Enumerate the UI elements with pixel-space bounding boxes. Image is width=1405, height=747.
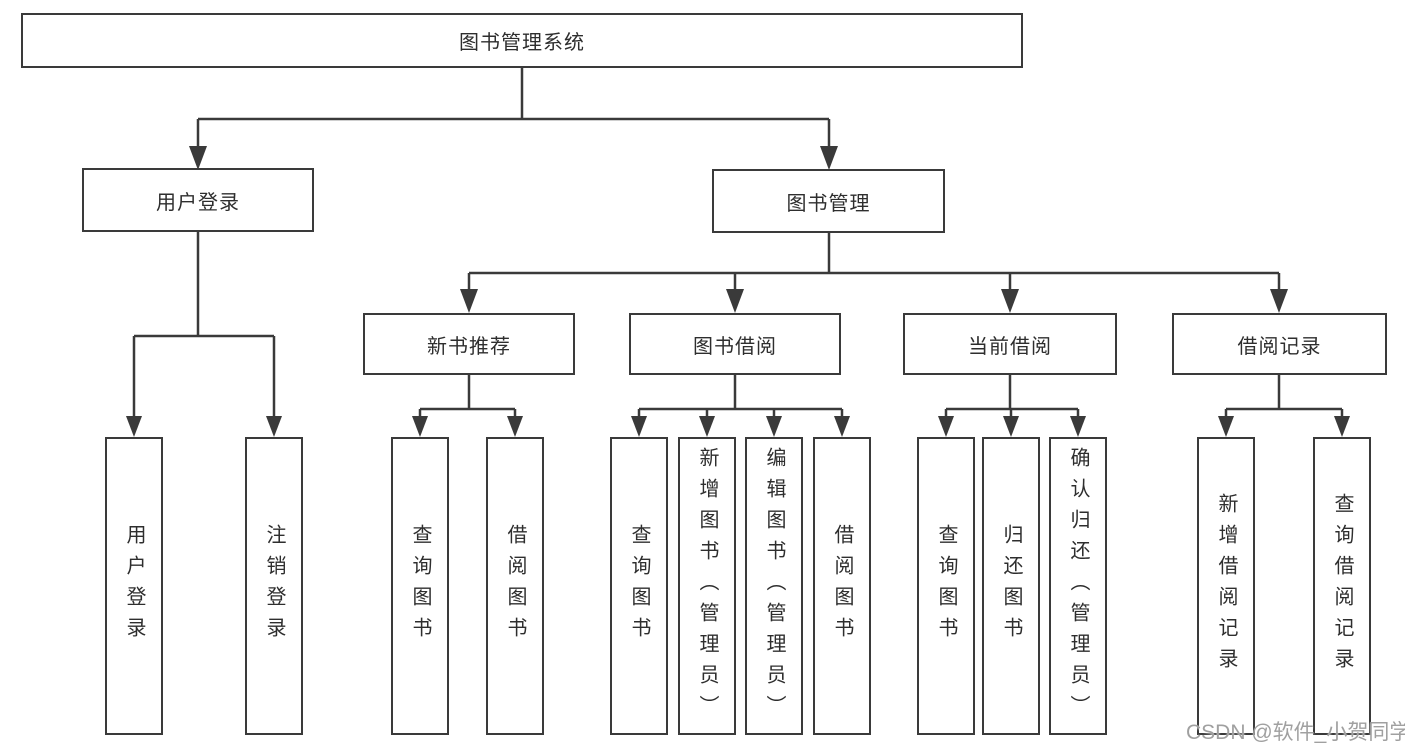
leaf-bb-query-books-label: 查询图书 — [628, 524, 650, 648]
leaf-cb-query-books: 查询图书 — [917, 437, 975, 735]
node-borrow-records-label: 借阅记录 — [1237, 335, 1322, 358]
leaf-logout-label: 注销登录 — [263, 524, 285, 648]
node-book-borrowing-label: 图书借阅 — [693, 335, 777, 358]
node-current-borrowing-label: 当前借阅 — [968, 335, 1052, 358]
leaf-bb-borrow-books: 借阅图书 — [813, 437, 871, 735]
leaf-nbr-borrow-books: 借阅图书 — [486, 437, 544, 735]
leaf-br-query-record: 查询借阅记录 — [1313, 437, 1371, 735]
leaf-cb-confirm-return-admin-label: 确认归还（管理员） — [1067, 446, 1089, 726]
node-book-borrowing: 图书借阅 — [629, 313, 841, 375]
leaf-cb-return-books: 归还图书 — [982, 437, 1040, 735]
leaf-cb-return-books-label: 归还图书 — [1000, 524, 1022, 648]
node-new-book-recommend-label: 新书推荐 — [427, 335, 511, 358]
leaf-br-add-record: 新增借阅记录 — [1197, 437, 1255, 735]
leaf-bb-borrow-books-label: 借阅图书 — [831, 524, 853, 648]
leaf-cb-confirm-return-admin: 确认归还（管理员） — [1049, 437, 1107, 735]
leaf-logout: 注销登录 — [245, 437, 303, 735]
node-current-borrowing: 当前借阅 — [903, 313, 1117, 375]
leaf-user-login-label: 用户登录 — [123, 524, 145, 648]
node-book-management-label: 图书管理 — [786, 192, 871, 215]
leaf-nbr-query-books-label: 查询图书 — [409, 524, 431, 648]
leaf-br-add-record-label: 新增借阅记录 — [1215, 493, 1237, 679]
node-user-login-branch-label: 用户登录 — [156, 191, 240, 214]
leaf-bb-query-books: 查询图书 — [610, 437, 668, 735]
leaf-bb-add-books-admin: 新增图书（管理员） — [678, 437, 736, 735]
leaf-user-login: 用户登录 — [105, 437, 163, 735]
csdn-watermark: CSDN @软件_小贺同学 — [1186, 721, 1405, 744]
leaf-nbr-query-books: 查询图书 — [391, 437, 449, 735]
arrowheads — [126, 146, 1350, 437]
leaf-cb-query-books-label: 查询图书 — [935, 524, 957, 648]
leaf-bb-edit-books-admin: 编辑图书（管理员） — [745, 437, 803, 735]
node-library-system-label: 图书管理系统 — [459, 32, 585, 54]
leaf-br-query-record-label: 查询借阅记录 — [1331, 493, 1353, 679]
node-book-management: 图书管理 — [712, 169, 945, 233]
node-user-login-branch: 用户登录 — [82, 168, 314, 232]
leaf-nbr-borrow-books-label: 借阅图书 — [504, 524, 526, 648]
node-borrow-records: 借阅记录 — [1172, 313, 1387, 375]
node-library-system: 图书管理系统 — [21, 13, 1023, 68]
leaf-bb-edit-books-admin-label: 编辑图书（管理员） — [763, 446, 785, 726]
leaf-bb-add-books-admin-label: 新增图书（管理员） — [696, 446, 718, 726]
node-new-book-recommend: 新书推荐 — [363, 313, 575, 375]
